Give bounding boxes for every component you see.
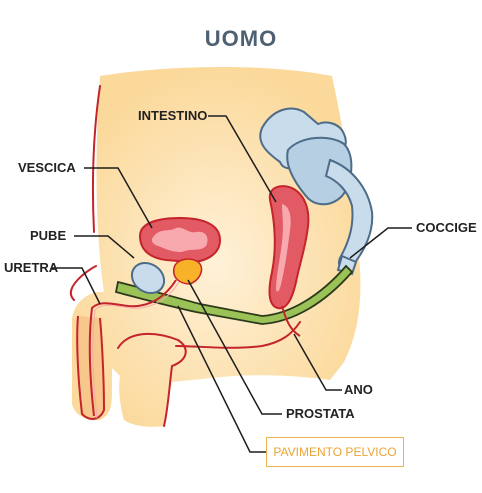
urethra-inner <box>92 281 180 419</box>
urethra <box>88 279 177 417</box>
leader-uretra <box>52 267 101 305</box>
bladder-interior <box>151 227 208 252</box>
perineum-contour <box>175 321 301 349</box>
leader-pavimento <box>177 305 266 453</box>
label-uretra: URETRA <box>4 260 59 275</box>
sacrum-block <box>286 136 353 206</box>
label-pube: PUBE <box>30 228 67 243</box>
pelvic-floor <box>114 264 354 325</box>
prostate <box>172 258 203 285</box>
scrotum-contour <box>117 332 187 427</box>
leader-vescica <box>84 167 153 229</box>
label-ano: ANO <box>344 382 373 397</box>
leader-lines <box>52 115 412 453</box>
leader-pube <box>74 235 135 259</box>
pubic-bone <box>130 261 166 295</box>
diagram-title: UOMO <box>204 26 278 51</box>
intestine-interior <box>276 204 291 292</box>
label-vescica: VESCICA <box>18 160 76 175</box>
leader-prostata <box>187 279 282 415</box>
leader-ano <box>293 333 342 391</box>
anal-canal <box>281 305 301 337</box>
label-prostata: PROSTATA <box>286 406 355 421</box>
leader-coccige <box>349 227 412 259</box>
label-pavimento-pelvico: PAVIMENTO PELVICO <box>266 437 404 467</box>
label-intestino: INTESTINO <box>138 108 208 123</box>
groin-contour <box>70 85 101 301</box>
leader-intestino <box>208 115 277 203</box>
label-coccige: COCCIGE <box>416 220 477 235</box>
